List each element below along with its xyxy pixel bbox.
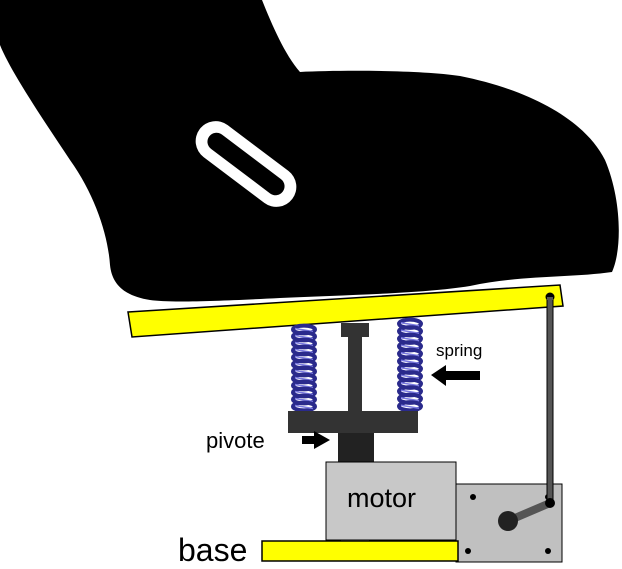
- spring-coil-highlight: [400, 337, 420, 342]
- spring-coil-highlight: [400, 322, 420, 327]
- spring-coil-highlight: [294, 369, 314, 375]
- spring-coil-highlight: [294, 376, 314, 382]
- spring-coil-highlight: [294, 390, 314, 396]
- spring-coil-highlight: [400, 382, 420, 387]
- base-plate: [261, 540, 459, 562]
- spring-coil-highlight: [294, 355, 314, 361]
- spring-coil-highlight: [294, 397, 314, 403]
- pivot-block: [338, 433, 374, 463]
- spring-coil-highlight: [294, 327, 314, 333]
- spring-coil-highlight: [400, 352, 420, 357]
- spring-coil-highlight: [400, 367, 420, 372]
- spring-coil-highlight: [294, 334, 314, 340]
- left-arrow-icon: [431, 365, 480, 386]
- gearbox-screw-top-left: [470, 494, 476, 500]
- spring-coil-highlight: [400, 329, 420, 334]
- spring-coil: [291, 400, 317, 413]
- gearbox-screw-bottom-left: [465, 548, 471, 554]
- motor-box: [325, 461, 457, 541]
- strap-slot-icon: [195, 121, 297, 207]
- spring-coil-highlight: [400, 359, 420, 364]
- spring-coil-highlight: [400, 397, 420, 402]
- spring-label: spring: [436, 341, 482, 360]
- left-arrow-icon: [302, 431, 330, 449]
- spring-coil-highlight: [400, 404, 420, 409]
- pivote-label: pivote: [206, 428, 265, 453]
- base-label: base: [178, 532, 247, 564]
- spring-coil-highlight: [294, 404, 314, 410]
- spring-coil-highlight: [400, 374, 420, 379]
- spring-coil-highlight: [400, 389, 420, 394]
- spring-coil-highlight: [294, 341, 314, 347]
- spring-coil-highlight: [294, 348, 314, 354]
- top-pedal-plate: [127, 284, 564, 338]
- foot-silhouette: [0, 0, 619, 302]
- crank-pin: [545, 498, 555, 508]
- gearbox-screw-bottom-right: [545, 548, 551, 554]
- left-spring: [291, 323, 317, 413]
- spring-coil-highlight: [294, 362, 314, 368]
- spring-crossbar: [288, 411, 418, 433]
- column-shaft: [348, 337, 362, 411]
- crank-hub: [498, 511, 518, 531]
- motor-label: motor: [347, 483, 416, 513]
- spring-coil: [397, 400, 423, 413]
- spring-coil-highlight: [294, 383, 314, 389]
- spring-coil-highlight: [400, 344, 420, 349]
- right-spring: [397, 317, 423, 413]
- column-upper: [341, 323, 369, 337]
